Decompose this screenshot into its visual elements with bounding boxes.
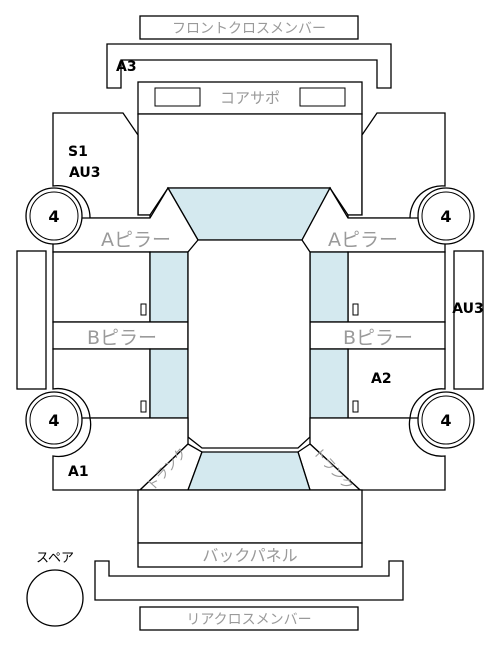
left-side-sill[interactable]	[16, 250, 47, 390]
rear-window[interactable]	[187, 451, 311, 491]
front-cross-member-box[interactable]	[139, 15, 359, 40]
rear-left-door-glass[interactable]	[149, 348, 189, 419]
damage-mark-s1: S1	[68, 144, 88, 160]
damage-mark-au3-right: AU3	[452, 301, 484, 317]
damage-mark-a1: A1	[68, 464, 89, 480]
headlight-right	[299, 87, 346, 107]
b-pillar-left[interactable]	[52, 321, 189, 350]
tire-rear-right-count: 4	[440, 411, 451, 430]
rear-cross-member-box[interactable]	[139, 606, 359, 631]
front-right-fender[interactable]	[347, 112, 446, 219]
right-side-sill[interactable]	[453, 250, 484, 390]
back-panel-box[interactable]	[137, 542, 363, 568]
tire-rear-left-count: 4	[48, 411, 59, 430]
core-support-label: コアサポ	[220, 89, 280, 107]
front-left-door-glass[interactable]	[149, 251, 189, 323]
front-right-door-glass[interactable]	[309, 251, 349, 323]
headlight-left	[154, 87, 201, 107]
rear-bracket[interactable]	[94, 560, 404, 601]
front-right-door-handle	[352, 303, 359, 316]
front-left-door[interactable]	[52, 251, 151, 323]
front-left-door-handle	[140, 303, 147, 316]
damage-mark-a3: A3	[116, 59, 137, 75]
b-pillar-left-label: Bピラー	[87, 327, 157, 349]
tire-front-left-count: 4	[48, 207, 59, 226]
rear-right-door-glass[interactable]	[309, 348, 349, 419]
spare-label: スペア	[36, 551, 74, 566]
damage-mark-au3-left: AU3	[69, 165, 101, 181]
trunk-lid[interactable]	[137, 489, 363, 544]
roof[interactable]	[187, 239, 311, 449]
back-panel-label: バックパネル	[202, 546, 297, 565]
front-bracket[interactable]	[106, 43, 392, 89]
a-pillar-left-label: Aピラー	[101, 229, 171, 251]
a-pillar-right-label: Aピラー	[328, 229, 398, 251]
b-pillar-right-label: Bピラー	[343, 327, 413, 349]
front-cross-member-label: フロントクロスメンバー	[172, 21, 326, 37]
spare-tire[interactable]	[26, 569, 84, 627]
front-right-door[interactable]	[347, 251, 446, 323]
rear-right-door-handle	[352, 400, 359, 413]
damage-mark-a2: A2	[371, 371, 392, 387]
b-pillar-right[interactable]	[309, 321, 446, 350]
tire-rear-left[interactable]: 4	[25, 391, 83, 449]
tire-front-right-count: 4	[440, 207, 451, 226]
front-left-fender[interactable]	[52, 112, 151, 219]
tire-front-right[interactable]: 4	[417, 187, 475, 245]
rear-cross-member-label: リアクロスメンバー	[186, 612, 311, 628]
rear-left-door-handle	[140, 400, 147, 413]
tire-rear-right[interactable]: 4	[417, 391, 475, 449]
tire-front-left[interactable]: 4	[25, 187, 83, 245]
